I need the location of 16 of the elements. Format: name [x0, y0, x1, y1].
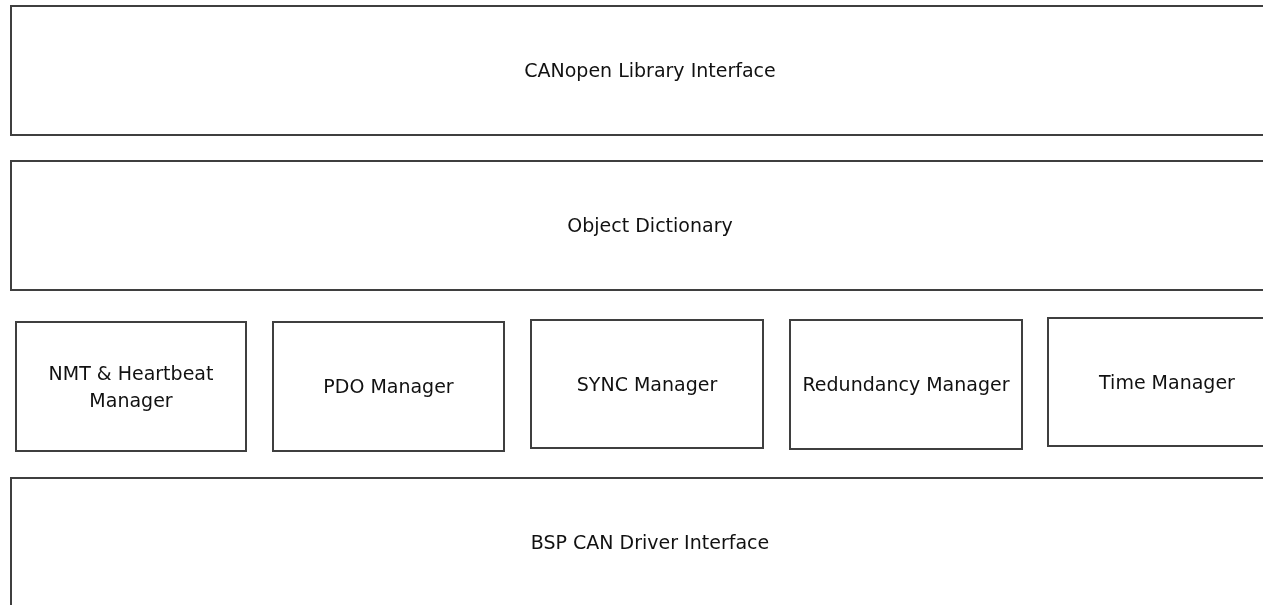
layer-label: SYNC Manager [575, 371, 719, 397]
layer-box [272, 321, 505, 452]
layer-label: Time Manager [1098, 369, 1236, 395]
layer-box [789, 319, 1023, 450]
layer-label: NMT & Heartbeat Manager [47, 360, 215, 413]
layer-label: BSP CAN Driver Interface [529, 530, 771, 556]
layer-box [10, 5, 1263, 136]
layer-box [15, 321, 247, 452]
layer-label: Redundancy Manager [801, 372, 1011, 398]
layer-box [530, 319, 764, 449]
layer-box [10, 160, 1263, 291]
layer-label: PDO Manager [322, 374, 455, 400]
layer-label: CANopen Library Interface [523, 58, 777, 84]
layer-box [10, 477, 1263, 605]
layer-box [1047, 317, 1263, 447]
layer-label: Object Dictionary [566, 213, 734, 239]
